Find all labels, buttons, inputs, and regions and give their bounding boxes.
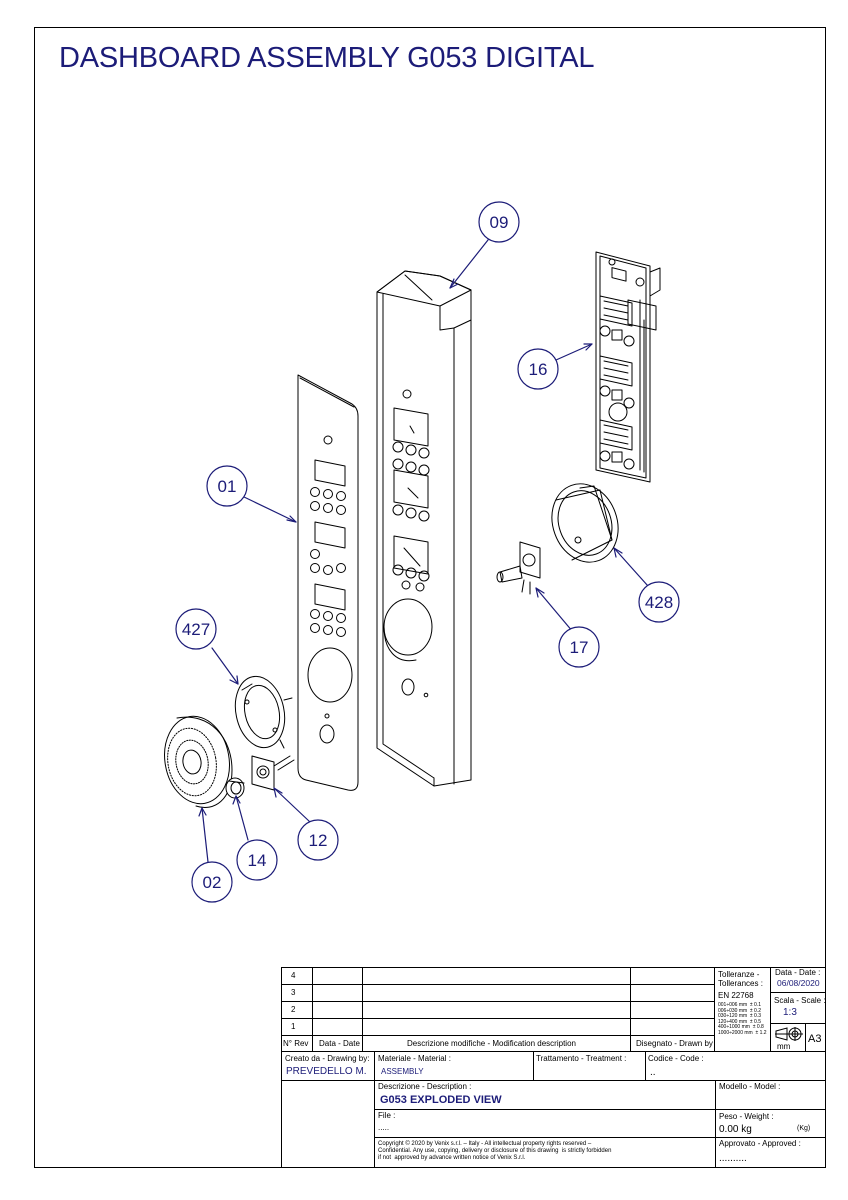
- callout-17: 17: [558, 626, 600, 668]
- knob-part-02: [164, 715, 233, 808]
- tolerances-label: Tolleranze - Tollerances :: [718, 970, 763, 988]
- svg-text:14: 14: [248, 851, 267, 870]
- revision-3: 3: [291, 988, 296, 997]
- file-value: .....: [378, 1123, 390, 1132]
- svg-text:02: 02: [203, 873, 222, 892]
- callout-01: 01: [206, 465, 248, 507]
- approved-label: Approvato - Approved :: [719, 1139, 801, 1148]
- revision-1: 1: [291, 1022, 296, 1031]
- description-value: G053 EXPLODED VIEW: [380, 1094, 502, 1106]
- svg-text:427: 427: [182, 620, 210, 639]
- drawing-title: DASHBOARD ASSEMBLY G053 DIGITAL: [59, 42, 595, 74]
- code-value: ..: [650, 1067, 656, 1078]
- header-rev: N° Rev: [283, 1039, 309, 1048]
- projection-symbol-icon: [775, 1027, 803, 1041]
- callout-428: 428: [638, 581, 680, 623]
- scale-value: 1:3: [783, 1007, 797, 1018]
- created-value: PREVEDELLO M.: [286, 1066, 367, 1077]
- title-block: 4 3 2 1 N° Rev Data - Date Descrizione m…: [281, 967, 826, 1168]
- svg-text:16: 16: [529, 360, 548, 379]
- material-value: ASSEMBLY: [381, 1067, 424, 1076]
- tolerances-standard: EN 22768: [718, 991, 754, 1000]
- header-modification: Descrizione modifiche - Modification des…: [407, 1039, 576, 1048]
- date-label: Data - Date :: [775, 968, 821, 977]
- treatment-label: Trattamento - Treatment :: [536, 1054, 627, 1063]
- scale-label: Scala - Scale :: [774, 996, 826, 1005]
- material-label: Materiale - Material :: [378, 1054, 451, 1063]
- pcb-part-16: [595, 251, 661, 483]
- svg-text:09: 09: [490, 213, 509, 232]
- revision-2: 2: [291, 1005, 296, 1014]
- potentiometer-part-12: [251, 755, 295, 791]
- weight-value: 0.00 kg: [719, 1124, 752, 1135]
- front-panel-part-01: [297, 374, 359, 791]
- tolerances-table: 001÷006 mm ± 0.1 006÷030 mm ± 0.2 030÷12…: [718, 1002, 767, 1036]
- weight-unit: (Kg): [797, 1125, 811, 1132]
- model-label: Modello - Model :: [719, 1082, 781, 1091]
- callout-427: 427: [175, 608, 217, 650]
- leader-lines: [198, 239, 649, 863]
- code-label: Codice - Code :: [648, 1054, 704, 1063]
- housing-part-09: [376, 270, 472, 787]
- svg-text:17: 17: [570, 638, 589, 657]
- file-label: File :: [378, 1111, 396, 1120]
- bezel-part-427: [234, 675, 293, 749]
- callout-02: 02: [191, 861, 233, 903]
- copyright-notice: Copyright © 2020 by Venix s.r.l. – Italy…: [378, 1141, 612, 1161]
- callout-09: 09: [478, 201, 520, 243]
- callout-balloons: 09 16 01 17 428 427 12 14 02: [175, 201, 680, 903]
- format-label: A3: [808, 1033, 822, 1045]
- callout-14: 14: [236, 839, 278, 881]
- date-value: 06/08/2020: [777, 978, 820, 988]
- ring-part-428: [551, 483, 619, 563]
- description-label: Descrizione - Description :: [378, 1082, 472, 1091]
- revision-4: 4: [291, 971, 296, 980]
- callout-12: 12: [297, 819, 339, 861]
- weight-label: Peso - Weight :: [719, 1112, 774, 1121]
- svg-text:01: 01: [218, 477, 237, 496]
- svg-text:12: 12: [309, 831, 328, 850]
- header-date: Data - Date: [319, 1039, 360, 1048]
- encoder-part-17: [496, 541, 541, 595]
- svg-text:428: 428: [645, 593, 673, 612]
- callout-16: 16: [517, 348, 559, 390]
- units-label: mm: [777, 1042, 791, 1051]
- created-label: Creato da - Drawing by:: [285, 1054, 370, 1063]
- cap-part-14: [225, 777, 245, 799]
- header-drawn-by: Disegnato - Drawn by: [636, 1039, 713, 1048]
- approved-value: ..........: [719, 1153, 747, 1164]
